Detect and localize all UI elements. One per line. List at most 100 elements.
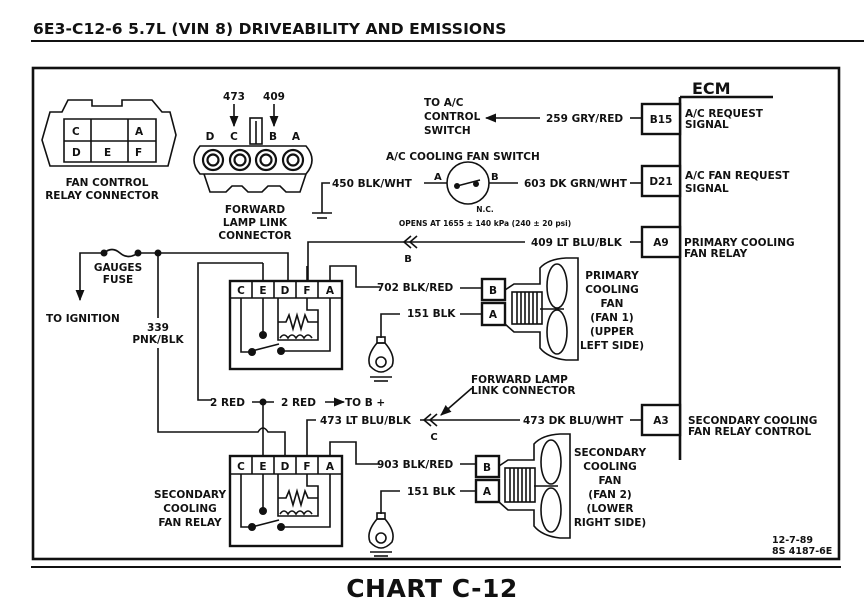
fan1-pin-b: B [489,285,497,297]
secondary-fan-wiring: 903 BLK/RED 151 BLK [368,459,482,557]
secondary-control-circuit: 473 LT BLU/BLK C 473 DK BLU/WHT FORWARD … [306,374,642,456]
ecm-pin-d21: D21 [649,176,672,188]
primary-control-circuit: 409 LT BLU/BLK B [307,235,642,284]
wire-450-label: 450 BLK/WHT [332,178,413,190]
link-pin-d: D [206,131,215,143]
to-ac-label-2: CONTROL [424,111,481,123]
relay2-pin-a: A [326,461,335,473]
diagram-frame [31,66,841,561]
gauges-fuse-circuit: GAUGES FUSE TO IGNITION 339 PNK/BLK [46,248,289,433]
wire-151-label-2: 151 BLK [407,486,456,498]
ecm-a9-label-1: PRIMARY COOLING [684,237,795,249]
cavity-e: E [104,147,111,159]
fan2-label-5: (LOWER [587,503,634,515]
fan1-label-5: (UPPER [590,326,634,338]
to-ignition-label: TO IGNITION [46,313,120,325]
wire-2red-label-2: 2 RED [281,397,316,409]
secondary-cooling-fan: B A SECONDARY COOLING FAN (FAN 2) (LOWER… [474,433,647,539]
link-callout-2: LINK CONNECTOR [471,385,575,397]
wire-151-label-1: 151 BLK [407,308,456,320]
ecm-a3-label-1: SECONDARY COOLING [688,415,817,427]
header-rule [31,40,864,42]
fan1-label-3: FAN [601,298,624,310]
ac-control-circuit: TO A/C CONTROL SWITCH 259 GRY/RED [424,97,642,137]
ecm-b15-label-1: A/C REQUEST [685,108,764,120]
wire-702-label: 702 BLK/RED [377,282,453,294]
link-label-1: FORWARD [225,204,286,216]
ecm-pin-a3: A3 [653,415,668,427]
relay1-pin-e: E [259,285,266,297]
fan1-label-1: PRIMARY [585,270,639,282]
ecm-pin-a9: A9 [653,237,668,249]
footer-rule [31,566,841,568]
primary-cooling-fan: B A PRIMARY COOLING FAN (FAN 1) (UPPER L… [480,257,644,361]
ecm-d21-label-2: SIGNAL [685,183,729,195]
link-pin-b: B [269,131,277,143]
link-pin-c-callout: C [430,432,437,443]
to-ac-label-3: SWITCH [424,125,471,137]
link-pin-b-callout: B [404,254,412,265]
wire-259-label: 259 GRY/RED [546,113,623,125]
drawing-number: 8S 4187-6E [772,546,832,557]
wire-339-color: PNK/BLK [132,334,184,346]
switch-terminal-b: B [491,172,499,183]
gauges-fuse-label-1: GAUGES [94,262,142,274]
secondary-cooling-fan-relay: C E D F A SECONDARY COOLING FAN RELAY [154,441,380,548]
gauges-fuse-label-2: FUSE [103,274,133,286]
fan2-pin-a: A [483,486,492,498]
switch-terminal-a: A [434,172,442,183]
wire-603-label: 603 DK GRN/WHT [524,178,628,190]
wire-903-label: 903 BLK/RED [377,459,453,471]
to-ac-label-1: TO A/C [424,97,464,109]
link-pin-a: A [292,131,301,143]
relay2-label-2: COOLING [163,503,217,515]
cavity-a: A [135,126,144,138]
fan2-label-2: COOLING [583,461,637,473]
ecm-a3-label-2: FAN RELAY CONTROL [688,426,811,438]
link-label-3: CONNECTOR [218,230,291,242]
switch-state: N.C. [476,205,494,214]
ecm-b15-label-2: SIGNAL [685,119,729,131]
relay2-pin-e: E [259,461,266,473]
relay2-label-1: SECONDARY [154,489,227,501]
ground-eyelet-icon-2 [368,512,394,557]
primary-cooling-fan-relay: C E D F A [197,262,380,401]
fan1-pin-a: A [489,309,498,321]
wire-2red-label-1: 2 RED [210,397,245,409]
cavity-f: F [135,147,142,159]
ground-eyelet-icon-1 [368,336,394,382]
wire-339-number: 339 [147,322,169,334]
ecm-pin-b15: B15 [650,114,673,126]
fan1-label-4: (FAN 1) [590,312,633,324]
ecm-block: ECM B15 A/C REQUEST SIGNAL D21 A/C FAN R… [640,79,817,460]
forward-lamp-link-connector: 473 409 D C B A FORWARD LAMP LINK CONNEC… [193,91,313,242]
fan-control-label-2: RELAY CONNECTOR [45,190,159,202]
relay2-pin-c: C [237,461,245,473]
relay1-pin-a: A [326,285,335,297]
switch-spec: OPENS AT 1655 ± 140 kPa (240 ± 20 psi) [399,219,571,228]
relay2-label-3: FAN RELAY [158,517,222,529]
ac-cooling-fan-switch: A/C COOLING FAN SWITCH 450 BLK/WHT A B 6… [312,151,642,228]
fan1-label-2: COOLING [585,284,639,296]
cavity-c: C [72,126,80,138]
relay1-pin-f: F [303,285,310,297]
fan-control-label-1: FAN CONTROL [66,177,149,189]
relay2-pin-d: D [281,461,290,473]
wire-409-label: 409 LT BLU/BLK [531,237,623,249]
fan2-label-1: SECONDARY [574,447,647,459]
chart-title: CHART C-12 [346,574,518,603]
wire-473-ecm-label: 473 DK BLU/WHT [523,415,624,427]
fan1-label-6: LEFT SIDE) [580,340,644,352]
battery-feed-circuit: 2 RED 2 RED TO B + [210,397,385,456]
link-pin-c: C [230,131,238,143]
link-callout-1: FORWARD LAMP [471,374,568,386]
link-label-2: LAMP LINK [223,217,288,229]
circuit-409-label: 409 [263,91,285,103]
ecm-d21-label-1: A/C FAN REQUEST [685,170,790,182]
primary-fan-wiring: 702 BLK/RED 151 BLK [368,282,482,382]
relay1-pin-d: D [281,285,290,297]
relay1-pin-c: C [237,285,245,297]
circuit-473-label: 473 [223,91,245,103]
fan-control-relay-connector: C A D E F FAN CONTROL RELAY CONNECTOR [41,99,177,202]
fan2-label-4: (FAN 2) [588,489,631,501]
